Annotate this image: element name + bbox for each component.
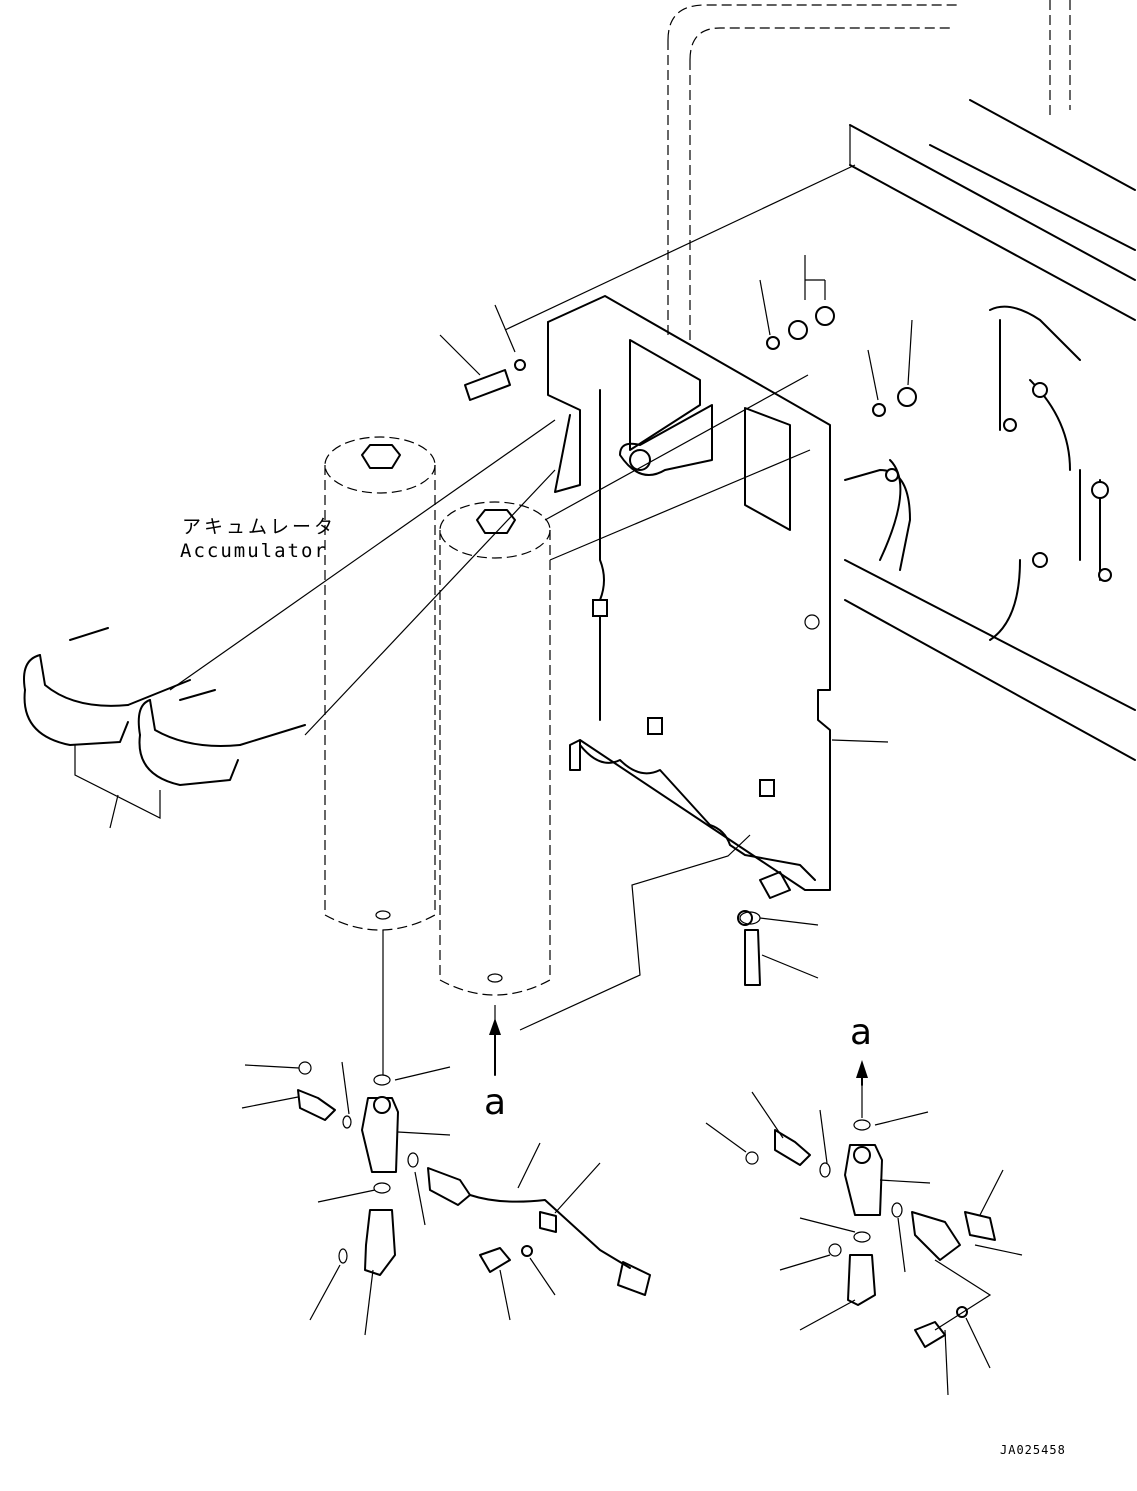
clamp-bands: [23, 627, 306, 819]
accumulator-label-jp: アキュムレータ: [182, 516, 337, 538]
view-a-label-lower: a: [484, 1082, 507, 1123]
machine-frame: [667, 0, 1136, 761]
accumulator-left: [324, 436, 436, 931]
leader-lines: [109, 164, 1023, 1396]
direction-arrows: [489, 1018, 868, 1086]
view-a-label-upper: a: [850, 1012, 873, 1053]
drawing-code: JA025458: [1000, 1443, 1066, 1457]
accumulator-right: [439, 501, 551, 996]
mounting-plate: [547, 295, 831, 899]
accumulator-label-en: Accumulator: [180, 540, 328, 562]
fittings: [297, 306, 996, 1348]
arrow-up-icon: [856, 1060, 868, 1078]
arrow-up-icon: [489, 1018, 501, 1035]
